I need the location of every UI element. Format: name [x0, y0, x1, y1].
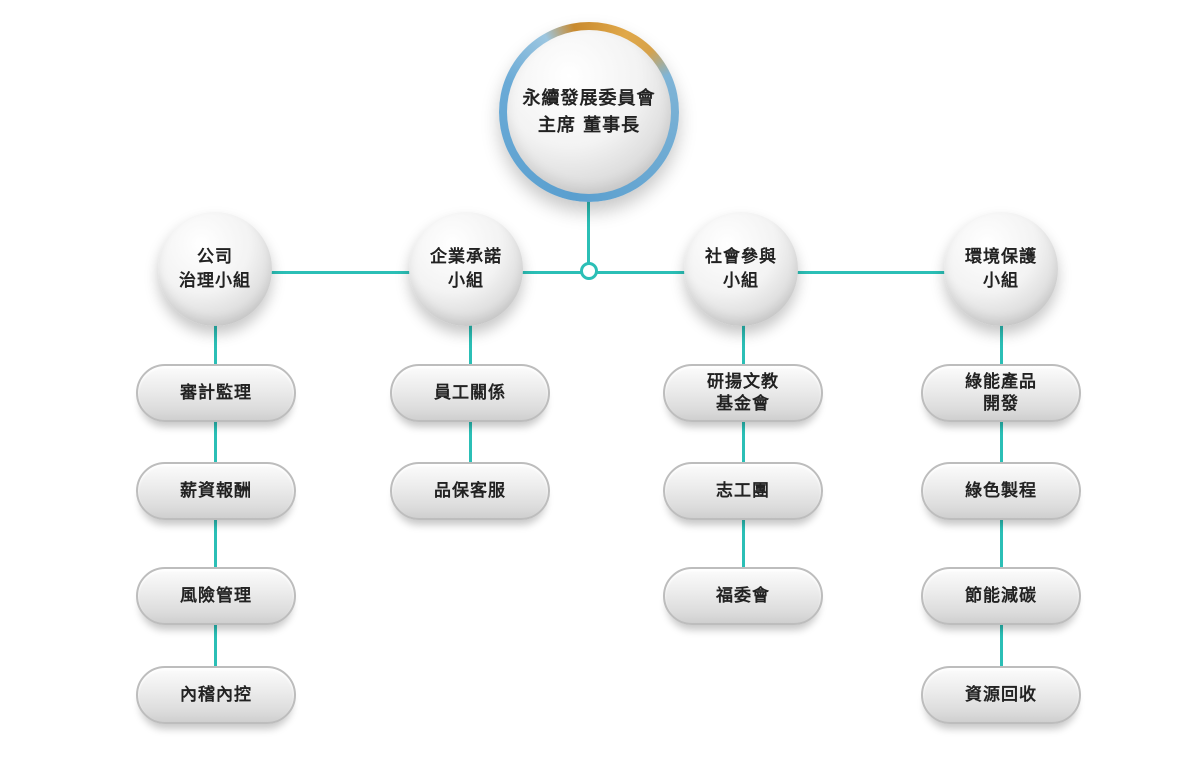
group-label: 環境保護 [965, 247, 1037, 267]
item-volunteers: 志工團 [663, 462, 823, 520]
item-compensation: 薪資報酬 [136, 462, 296, 520]
group-label: 企業承諾 [430, 247, 502, 267]
group-label: 小組 [723, 271, 759, 291]
item-label: 節能減碳 [965, 586, 1037, 606]
item-label: 風險管理 [180, 586, 252, 606]
group-label: 小組 [983, 271, 1019, 291]
item-audit: 審計監理 [136, 364, 296, 422]
item-green-products: 綠能產品 開發 [921, 364, 1081, 422]
group-node-commitment: 企業承諾 小組 [409, 212, 523, 326]
item-label: 審計監理 [180, 383, 252, 403]
item-employee-relations: 員工關係 [390, 364, 550, 422]
item-internal-control: 內稽內控 [136, 666, 296, 724]
group-node-governance: 公司 治理小組 [158, 212, 272, 326]
item-label: 薪資報酬 [180, 481, 252, 501]
item-green-process: 綠色製程 [921, 462, 1081, 520]
connector-horizontal [215, 271, 1000, 274]
item-foundation: 研揚文教 基金會 [663, 364, 823, 422]
item-quality-service: 品保客服 [390, 462, 550, 520]
item-recycling: 資源回收 [921, 666, 1081, 724]
group-label: 小組 [448, 271, 484, 291]
item-label: 品保客服 [434, 481, 506, 501]
item-energy-saving: 節能減碳 [921, 567, 1081, 625]
root-title: 永續發展委員會 [522, 88, 656, 109]
group-node-environment: 環境保護 小組 [944, 212, 1058, 326]
item-label: 員工關係 [434, 383, 506, 403]
item-risk: 風險管理 [136, 567, 296, 625]
item-label: 資源回收 [965, 685, 1037, 705]
connector-root [587, 200, 590, 266]
item-label: 綠能產品 [965, 372, 1037, 392]
group-label: 公司 [197, 247, 233, 267]
group-node-social: 社會參與 小組 [684, 212, 798, 326]
item-label: 基金會 [716, 394, 770, 414]
connector-group-3 [742, 324, 745, 590]
item-label: 福委會 [716, 586, 770, 606]
root-subtitle: 主席 董事長 [537, 115, 641, 136]
root-node: 永續發展委員會 主席 董事長 [507, 30, 671, 194]
item-label: 綠色製程 [965, 481, 1037, 501]
item-label: 內稽內控 [180, 685, 252, 705]
item-label: 開發 [983, 394, 1019, 414]
group-label: 社會參與 [705, 247, 777, 267]
item-welfare: 福委會 [663, 567, 823, 625]
root-node-ring: 永續發展委員會 主席 董事長 [499, 22, 679, 202]
item-label: 志工團 [716, 481, 770, 501]
junction-dot [580, 262, 598, 280]
group-label: 治理小組 [179, 271, 251, 291]
item-label: 研揚文教 [707, 372, 779, 392]
